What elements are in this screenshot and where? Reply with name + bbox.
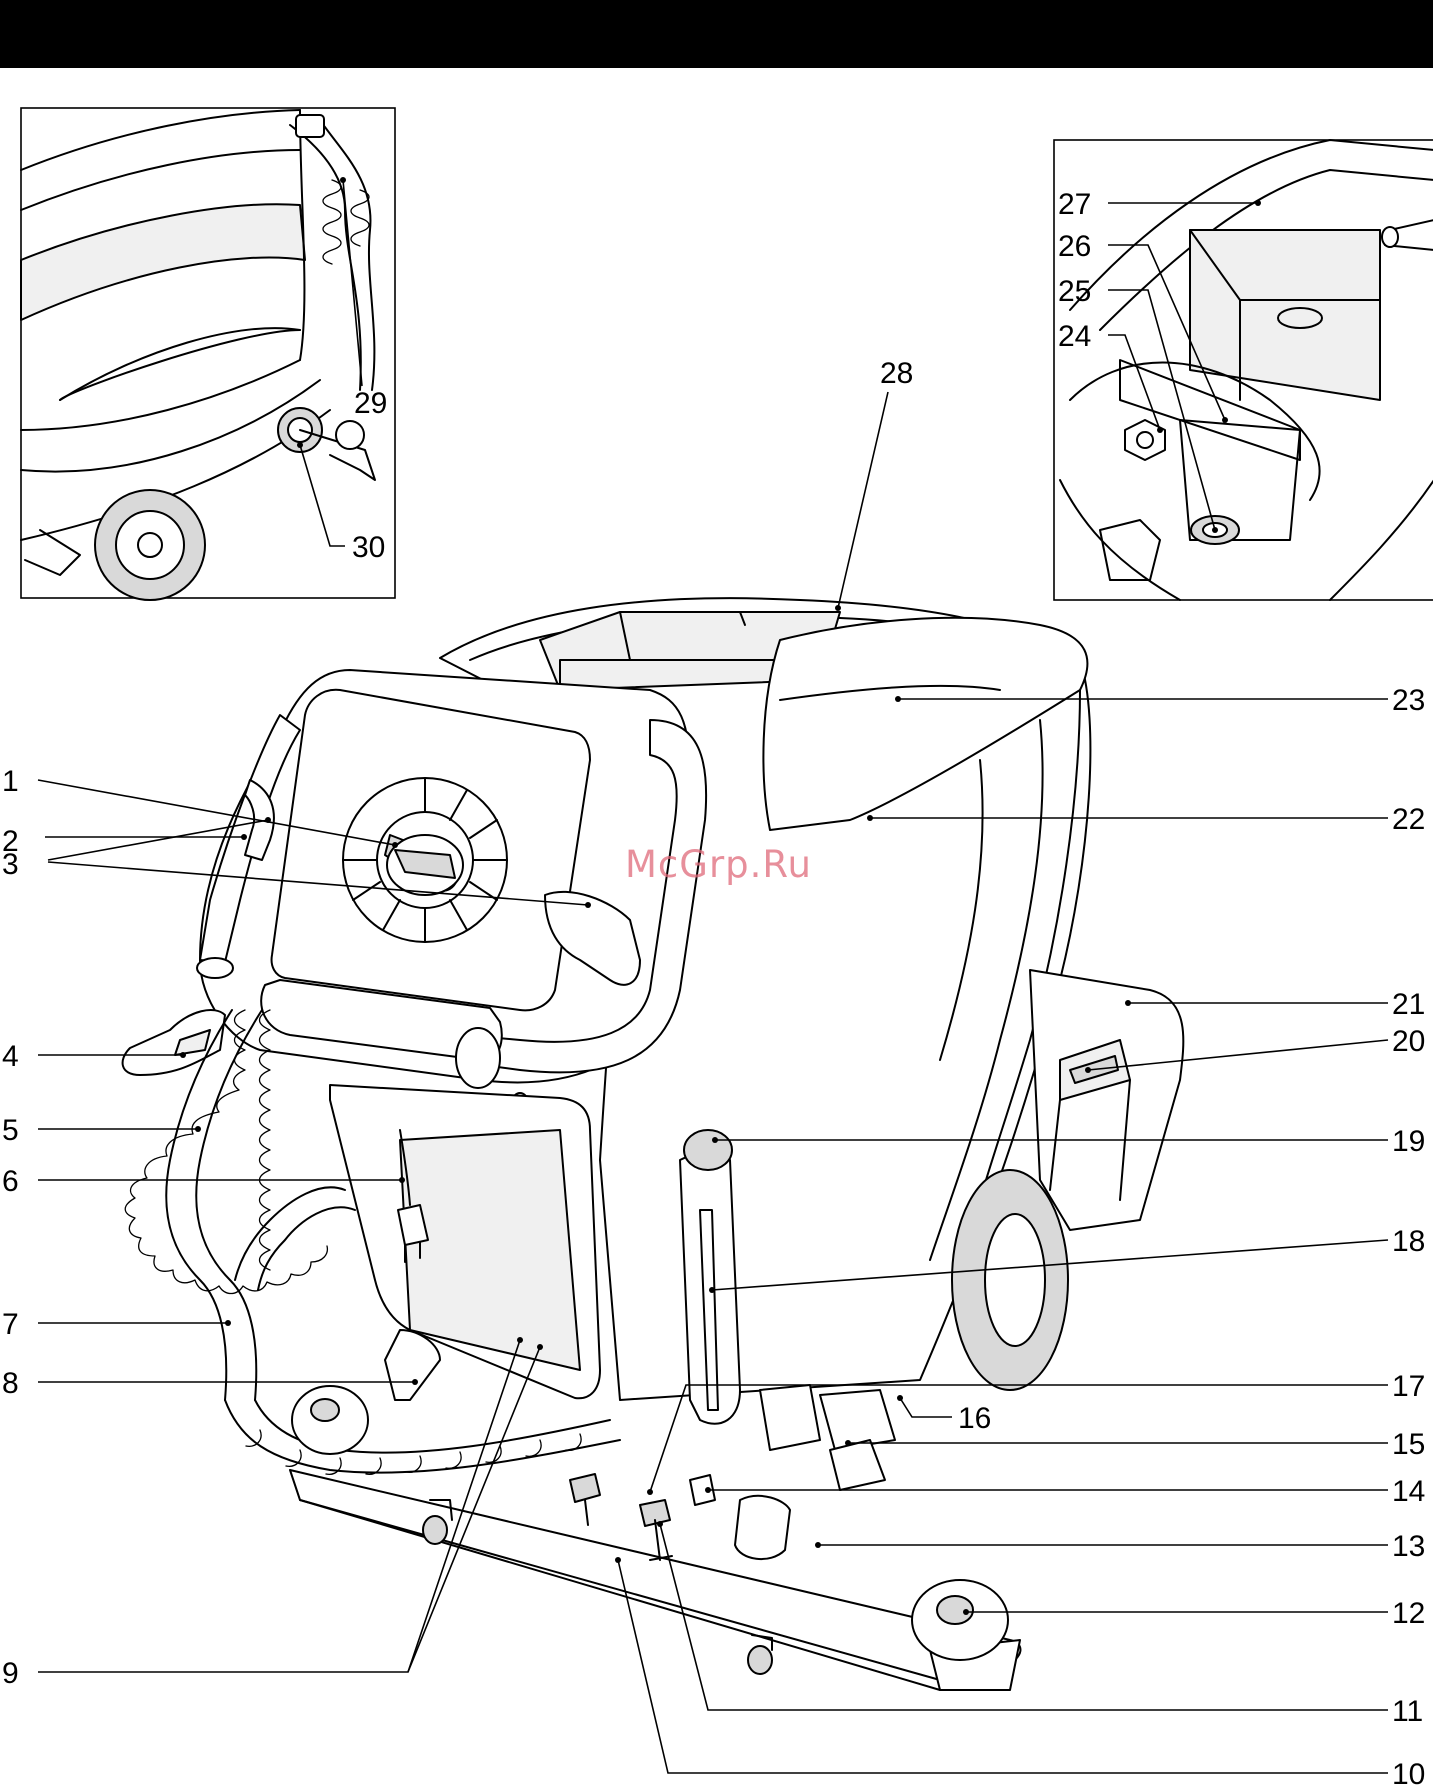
callout-label-4: 4	[2, 1040, 19, 1073]
detail-inset-tank	[1054, 140, 1433, 600]
callout-label-6: 6	[2, 1165, 19, 1198]
callout-label-30: 30	[352, 531, 385, 564]
callout-label-18: 18	[1392, 1225, 1425, 1258]
callout-label-29: 29	[354, 387, 387, 420]
callout-label-14: 14	[1392, 1475, 1425, 1508]
callout-label-12: 12	[1392, 1597, 1425, 1630]
detail-inset-hose-wheel	[21, 108, 395, 600]
main-machine-drawing	[123, 598, 1184, 1690]
callout-label-10: 10	[1392, 1758, 1425, 1789]
callout-label-1: 1	[2, 765, 19, 798]
callout-label-28: 28	[880, 357, 913, 390]
callout-label-21: 21	[1392, 988, 1425, 1021]
callout-label-15: 15	[1392, 1428, 1425, 1461]
callout-label-27: 27	[1058, 188, 1091, 221]
callout-label-25: 25	[1058, 275, 1091, 308]
callout-label-11: 11	[1392, 1695, 1423, 1728]
callout-label-23: 23	[1392, 684, 1425, 717]
callout-label-7: 7	[2, 1308, 19, 1341]
callout-label-26: 26	[1058, 230, 1091, 263]
callout-label-16: 16	[958, 1402, 991, 1435]
callout-label-22: 22	[1392, 803, 1425, 836]
callout-label-24: 24	[1058, 320, 1091, 353]
callout-label-5: 5	[2, 1114, 19, 1147]
callout-label-20: 20	[1392, 1025, 1425, 1058]
callout-label-8: 8	[2, 1367, 19, 1400]
callout-label-9: 9	[2, 1657, 19, 1690]
callout-label-17: 17	[1392, 1370, 1425, 1403]
callout-label-19: 19	[1392, 1125, 1425, 1158]
callout-label-3: 3	[2, 848, 19, 881]
watermark-text: McGrp.Ru	[625, 843, 812, 886]
callout-label-13: 13	[1392, 1530, 1425, 1563]
